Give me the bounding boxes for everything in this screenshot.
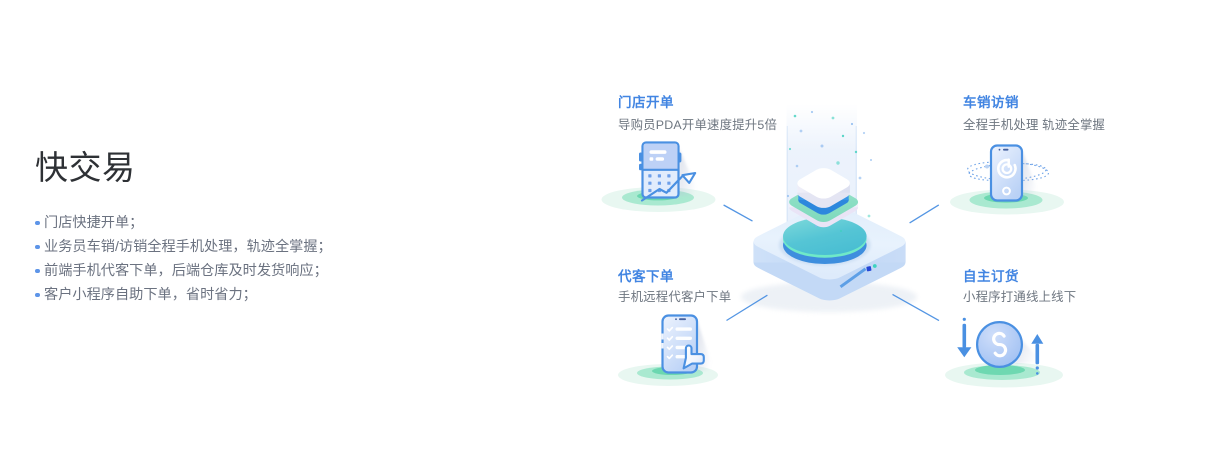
up-arrow bbox=[1031, 334, 1044, 375]
home-button bbox=[1002, 186, 1011, 196]
bullet-dot-icon bbox=[35, 244, 40, 250]
trend-arrow-head bbox=[681, 171, 697, 184]
central-platform-illustration bbox=[741, 104, 917, 312]
orbit-dot bbox=[985, 164, 989, 169]
feature-store-billing: 门店开单 导购员PDA开单速度提升5倍 bbox=[618, 94, 848, 132]
list-item: 客户小程序自助下单，省时省力； bbox=[34, 283, 332, 307]
feature-title: 车销访销 bbox=[963, 94, 1019, 110]
miniprogram-icon bbox=[945, 317, 1063, 388]
connector-top-right bbox=[909, 204, 940, 224]
connector-bottom-right bbox=[892, 293, 940, 322]
connector-lines bbox=[723, 204, 940, 322]
bullet-text: 业务员车销/访销全程手机处理，轨迹全掌握； bbox=[44, 239, 332, 255]
feature-title: 代客下单 bbox=[618, 269, 674, 284]
bullet-dot-icon bbox=[35, 268, 40, 274]
bullet-dot-icon bbox=[35, 292, 40, 298]
feature-desc: 全程手机处理 轨迹全掌握 bbox=[963, 117, 1106, 132]
feature-van-sales: 车销访销 全程手机处理 轨迹全掌握 bbox=[963, 94, 1193, 132]
miniprogram-s-glyph bbox=[992, 331, 1008, 358]
down-arrow bbox=[957, 317, 972, 358]
list-item: 前端手机代客下单，后端仓库及时发货响应； bbox=[34, 259, 332, 283]
teal-disc bbox=[778, 217, 871, 266]
bullet-text: 门店快捷开单； bbox=[44, 215, 144, 231]
pos-terminal-icon bbox=[601, 141, 716, 212]
bullet-text: 客户小程序自助下单，省时省力； bbox=[44, 287, 257, 303]
floating-stack bbox=[789, 168, 859, 228]
feature-desc: 导购员PDA开单速度提升5倍 bbox=[618, 117, 778, 132]
bullet-dot-icon bbox=[35, 220, 40, 226]
track-target-symbol bbox=[996, 158, 1017, 179]
feature-title: 自主订货 bbox=[963, 269, 1019, 284]
tap-hand bbox=[682, 344, 705, 370]
phone-track-icon bbox=[950, 144, 1064, 215]
feature-self-order: 自主订货 小程序打通线上线下 bbox=[963, 270, 1193, 304]
list-item: 门店快捷开单； bbox=[34, 211, 332, 235]
connector-top-left bbox=[723, 204, 753, 222]
base-port-details bbox=[839, 264, 877, 289]
feature-desc: 小程序打通线上线下 bbox=[963, 289, 1077, 304]
feature-bullet-list: 门店快捷开单； 业务员车销/访销全程手机处理，轨迹全掌握； 前端手机代客下单，后… bbox=[34, 211, 332, 307]
page-title: 快交易 bbox=[35, 148, 136, 186]
bullet-text: 前端手机代客下单，后端仓库及时发货响应； bbox=[44, 263, 328, 279]
list-item: 业务员车销/访销全程手机处理，轨迹全掌握； bbox=[34, 235, 332, 259]
keypad-dots bbox=[648, 174, 671, 193]
feature-title: 门店开单 bbox=[618, 94, 674, 110]
phone-checklist-icon bbox=[618, 314, 718, 386]
feature-proxy-order: 代客下单 手机远程代客户下单 bbox=[618, 270, 848, 304]
connector-bottom-left bbox=[726, 294, 768, 322]
trend-line bbox=[640, 175, 683, 202]
feature-desc: 手机远程代客户下单 bbox=[618, 289, 732, 304]
